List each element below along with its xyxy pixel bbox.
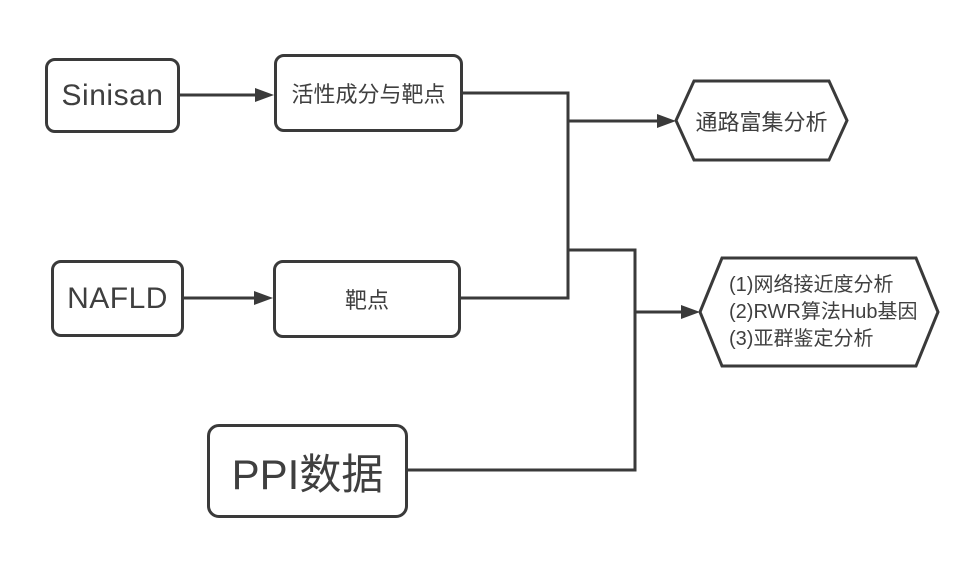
- hexagon-pathway-enrichment-shape: [674, 79, 849, 162]
- arrowhead-nafld: [254, 291, 273, 305]
- node-targets-label: 靶点: [344, 288, 389, 313]
- node-nafld-label: NAFLD: [67, 281, 168, 315]
- arrowhead-pathway: [657, 114, 676, 128]
- node-targets: 靶点: [273, 260, 461, 338]
- node-ppi-data-label: PPI数据: [231, 450, 384, 498]
- arrowhead-sinisan: [255, 88, 274, 102]
- hexagon-pathway-enrichment-label: 通路富集分析: [695, 109, 828, 135]
- node-nafld: NAFLD: [51, 260, 184, 337]
- hexagon-pathway-enrichment: 通路富集分析: [676, 81, 847, 160]
- node-sinisan: Sinisan: [45, 58, 180, 133]
- analysis-list-line-3: (3)亚群鉴定分析: [729, 327, 874, 350]
- hexagon-analysis-list: (1)网络接近度分析 (2)RWR算法Hub基因 (3)亚群鉴定分析: [729, 258, 919, 366]
- node-sinisan-label: Sinisan: [61, 78, 164, 112]
- node-ppi-data: PPI数据: [207, 424, 408, 518]
- node-active-components-label: 活性成分与靶点: [291, 82, 446, 107]
- connector-merge-a: [461, 91, 570, 300]
- hexagon-analysis-list-shape: [698, 256, 940, 368]
- connector-merge-b: [408, 248, 637, 472]
- analysis-list-line-1: (1)网络接近度分析: [729, 273, 894, 296]
- arrowhead-analysis: [681, 305, 700, 319]
- analysis-list-line-2: (2)RWR算法Hub基因: [729, 300, 918, 323]
- node-active-components: 活性成分与靶点: [274, 54, 463, 132]
